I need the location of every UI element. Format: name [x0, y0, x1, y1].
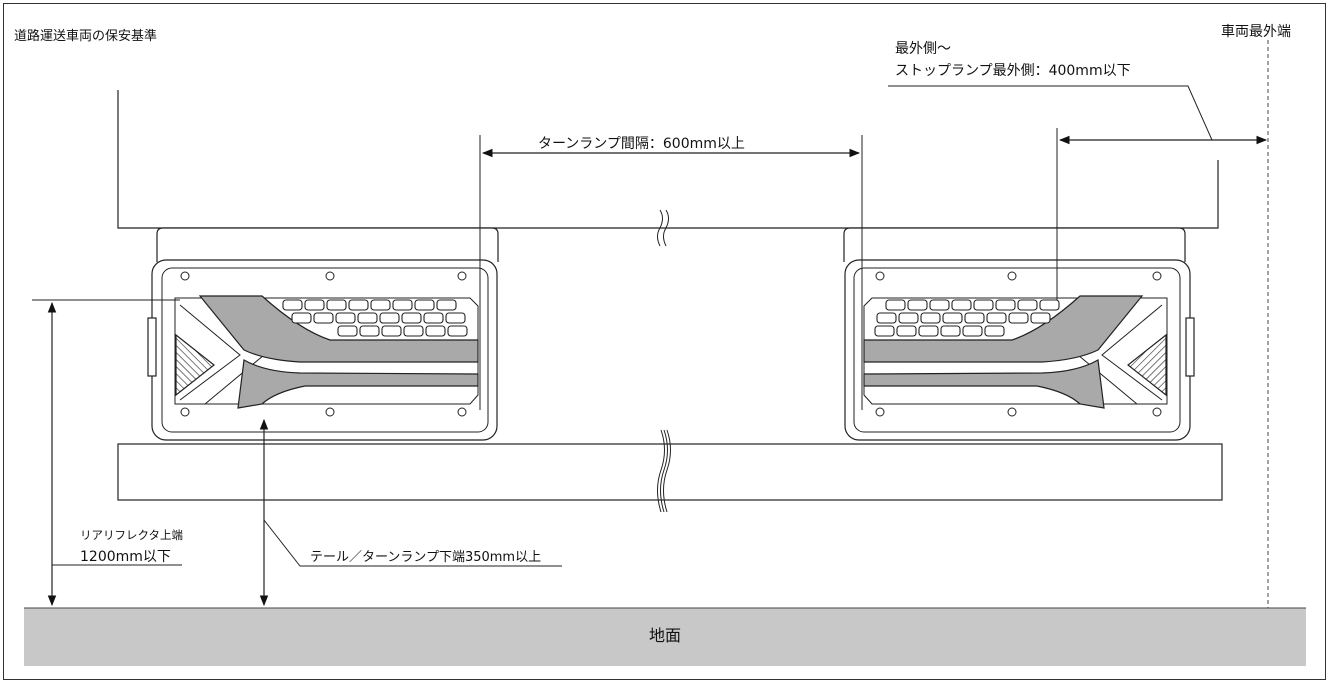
break-mark-lower-1: [657, 429, 665, 513]
reflector-label-line1: リアリフレクタ上端: [80, 528, 183, 542]
tail-bottom-leader: [263, 519, 562, 567]
ground: [24, 608, 1306, 666]
outermost-leader: [888, 85, 1213, 141]
diagram-title: 道路運送車両の保安基準: [14, 28, 157, 44]
reflector-label-line2: 1200mm以下: [80, 549, 171, 565]
tail-bottom-label: テール／ターンランプ下端350mm以上: [310, 550, 541, 565]
vehicle-body-upper: [117, 90, 1219, 229]
break-mark-upper-1: [657, 209, 663, 247]
break-mark-upper-2: [663, 209, 669, 247]
right-combination-lamp: [843, 227, 1195, 441]
ground-label: 地面: [649, 626, 681, 645]
left-combination-lamp: [147, 227, 499, 441]
outermost-label-line2: ストップランプ最外側：400mm以下: [895, 63, 1131, 79]
vehicle-edge-label: 車両最外端: [1221, 23, 1291, 40]
outer-border: [3, 3, 1326, 680]
break-mark-lower-2: [663, 429, 671, 513]
turn-spacing-label: ターンランプ間隔：600mm以上: [538, 136, 745, 152]
outermost-label-line1: 最外側～: [895, 41, 951, 57]
